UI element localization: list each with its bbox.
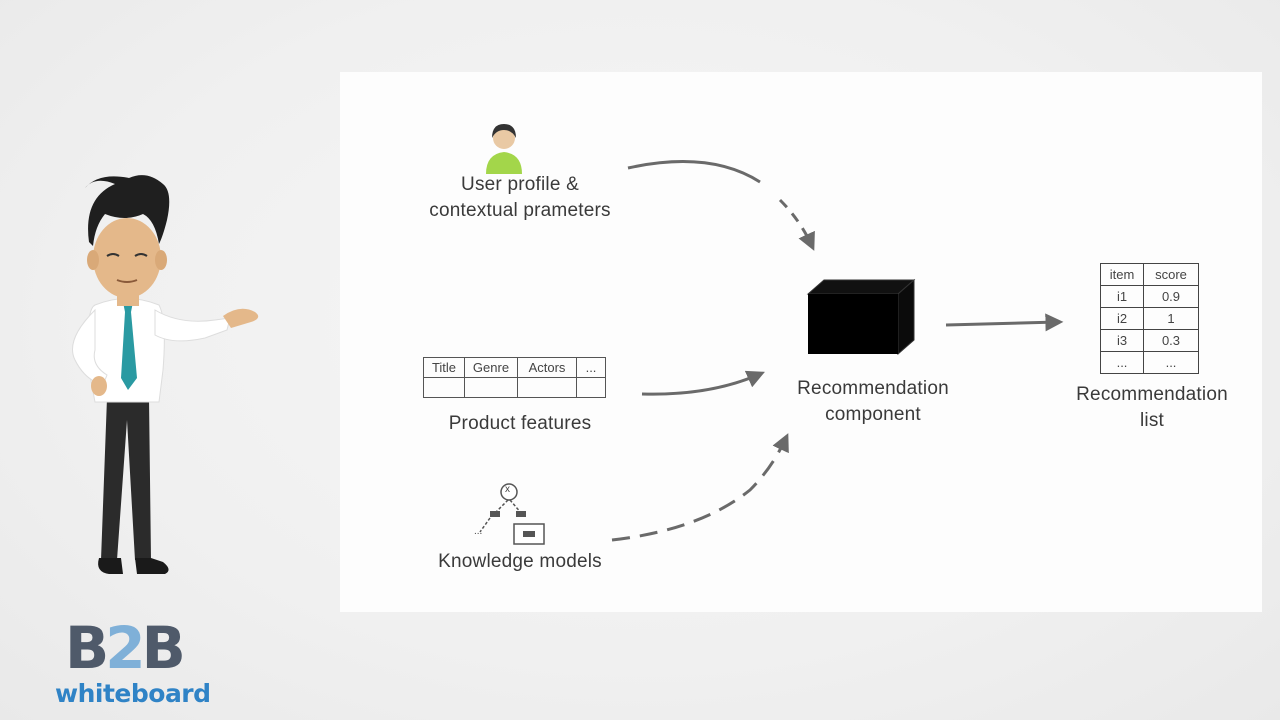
arrow-user-to-component-head	[778, 198, 815, 251]
knowledge-tree-icon	[479, 483, 545, 545]
user-profile-label: User profile & contextual prameters	[429, 174, 611, 221]
knowledge-tree-left-leaf: ...	[474, 526, 483, 537]
product-feature-table: Title Genre Actors ...	[423, 357, 606, 398]
logo-mark: B2B	[65, 614, 186, 682]
product-features-label: Product features	[448, 413, 592, 434]
recommendation-component-label: Recommendation component	[797, 378, 949, 425]
feature-cell	[576, 377, 606, 398]
rec-cell-score: ...	[1143, 351, 1199, 374]
presenter-character	[72, 175, 259, 574]
recommendation-list-table: item score i1 0.9 i2 1 i3 0.3 ... ...	[1100, 263, 1199, 374]
rec-cell-score: 0.9	[1143, 285, 1199, 308]
arrow-features-to-component	[641, 370, 765, 396]
rec-header-item: item	[1100, 263, 1144, 286]
b2b-whiteboard-logo: B2B whiteboard	[55, 614, 211, 710]
logo-b-right: B	[141, 614, 186, 682]
knowledge-models-label: Knowledge models	[438, 551, 602, 572]
user-profile-icon	[486, 124, 522, 174]
rec-cell-score: 0.3	[1143, 329, 1199, 352]
logo-b-left: B	[65, 614, 109, 682]
recommendation-component-box	[806, 278, 916, 356]
logo-two: 2	[105, 614, 145, 682]
rec-header-score: score	[1143, 263, 1199, 286]
arrow-component-to-list	[945, 313, 1064, 332]
arrow-user-to-component	[627, 160, 761, 184]
feature-header-actors: Actors	[517, 357, 577, 378]
logo-wordmark: whiteboard	[55, 679, 211, 708]
knowledge-tree-root-label: x	[505, 484, 510, 495]
arrow-knowledge-to-component	[611, 433, 789, 542]
recommendation-list-label: Recommendation list	[1076, 384, 1228, 431]
feature-header-title: Title	[423, 357, 465, 378]
